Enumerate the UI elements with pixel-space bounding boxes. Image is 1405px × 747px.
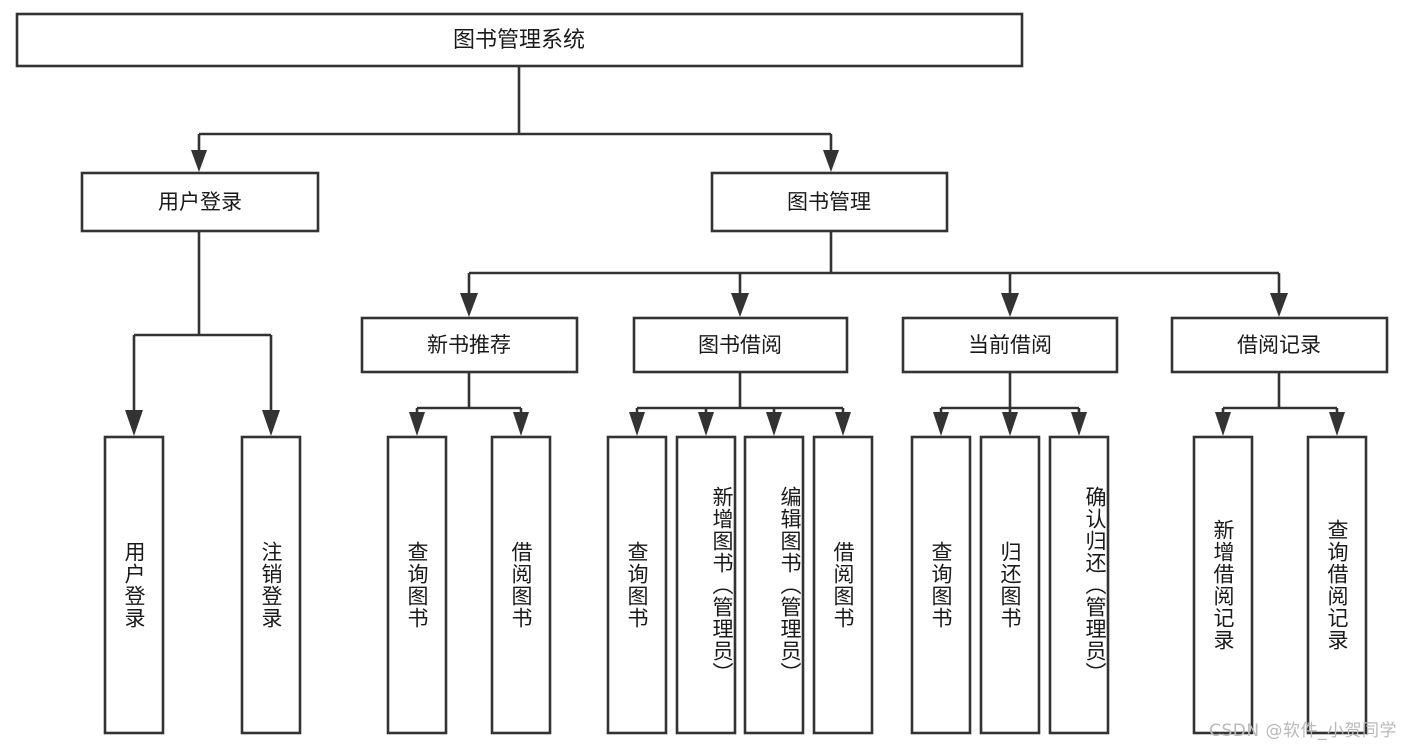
node-leaf-logout-login-box[interactable]: [240, 435, 302, 735]
node-leaf-borrow-book-1-box[interactable]: [490, 435, 552, 735]
connector-newbook-to-leaves: [409, 373, 529, 436]
arrow-head-icon: [766, 412, 782, 436]
connector-bookborrow-to-leaves: [629, 373, 851, 436]
node-book-borrow[interactable]: 图书借阅: [632, 316, 849, 374]
node-root-label: 图书管理系统: [453, 28, 585, 53]
node-leaf-confirm-return[interactable]: [1048, 435, 1110, 735]
node-leaf-user-login[interactable]: [103, 435, 165, 735]
node-borrow-record[interactable]: 借阅记录: [1170, 316, 1389, 374]
node-book-manage-label: 图书管理: [787, 190, 871, 214]
node-book-borrow-box[interactable]: [632, 316, 849, 374]
node-current-borrow[interactable]: 当前借阅: [901, 316, 1119, 374]
node-leaf-add-book-box[interactable]: [675, 435, 737, 735]
node-current-borrow-box[interactable]: [901, 316, 1119, 374]
node-leaf-add-book[interactable]: [675, 435, 737, 735]
node-leaf-query-record-box[interactable]: [1306, 435, 1368, 735]
node-leaf-add-record[interactable]: [1192, 435, 1254, 735]
node-leaf-query-record[interactable]: [1306, 435, 1368, 735]
arrow-head-icon: [823, 150, 839, 172]
arrow-head-icon: [191, 150, 207, 172]
arrow-head-icon: [1071, 412, 1087, 436]
arrow-head-icon: [629, 412, 645, 436]
node-leaf-edit-book-box[interactable]: [743, 435, 805, 735]
node-user-login[interactable]: 用户登录: [80, 171, 320, 233]
node-leaf-borrow-book-2[interactable]: [812, 435, 874, 735]
arrow-head-icon: [460, 293, 478, 317]
connector-root-to-level2: [191, 66, 839, 172]
node-leaf-query-book-2-box[interactable]: [606, 435, 668, 735]
node-leaf-query-book-3-box[interactable]: [910, 435, 972, 735]
node-user-login-label: 用户登录: [158, 190, 242, 214]
arrow-head-icon: [513, 412, 529, 436]
node-leaf-confirm-return-box[interactable]: [1048, 435, 1110, 735]
node-borrow-record-box[interactable]: [1170, 316, 1389, 374]
arrow-head-icon: [1215, 412, 1231, 436]
arrow-head-icon: [1270, 293, 1288, 317]
node-new-book-recommend[interactable]: 新书推荐: [360, 316, 579, 374]
arrow-head-icon: [409, 412, 425, 436]
node-leaf-return-book[interactable]: [979, 435, 1041, 735]
connector-userlogin-to-leaves: [125, 232, 280, 436]
node-borrow-record-label: 借阅记录: [1237, 333, 1321, 357]
arrow-head-icon: [125, 410, 143, 436]
node-book-manage-box[interactable]: [710, 171, 949, 233]
node-leaf-query-book-3[interactable]: [910, 435, 972, 735]
node-root-box[interactable]: [15, 12, 1024, 68]
node-leaf-add-record-box[interactable]: [1192, 435, 1254, 735]
node-new-book-recommend-box[interactable]: [360, 316, 579, 374]
node-leaf-query-book-2[interactable]: [606, 435, 668, 735]
node-leaf-borrow-book-2-box[interactable]: [812, 435, 874, 735]
node-book-manage[interactable]: 图书管理: [710, 171, 949, 233]
connector-currentborrow-to-leaves: [933, 373, 1087, 436]
node-leaf-query-book-1-box[interactable]: [386, 435, 448, 735]
node-leaf-query-book-1[interactable]: [386, 435, 448, 735]
arrow-head-icon: [1002, 412, 1018, 436]
csdn-watermark: CSDN @软件_小贺同学: [1209, 721, 1397, 741]
arrow-head-icon: [262, 410, 280, 436]
arrow-head-icon: [933, 412, 949, 436]
arrow-head-icon: [1001, 293, 1019, 317]
node-user-login-box[interactable]: [80, 171, 320, 233]
node-leaf-borrow-book-1[interactable]: [490, 435, 552, 735]
node-leaf-return-book-box[interactable]: [979, 435, 1041, 735]
node-leaf-user-login-box[interactable]: [103, 435, 165, 735]
node-new-book-recommend-label: 新书推荐: [427, 333, 511, 357]
arrow-head-icon: [731, 293, 749, 317]
node-leaf-logout-login[interactable]: [240, 435, 302, 735]
connector-borrowrecord-to-leaves: [1215, 373, 1345, 436]
node-current-borrow-label: 当前借阅: [968, 333, 1052, 357]
node-book-borrow-label: 图书借阅: [698, 333, 782, 357]
arrow-head-icon: [1329, 412, 1345, 436]
node-leaf-edit-book[interactable]: [743, 435, 805, 735]
arrow-head-icon: [835, 412, 851, 436]
arrow-head-icon: [698, 412, 714, 436]
connector-bookmanage-to-level3: [460, 232, 1288, 317]
node-root[interactable]: 图书管理系统: [15, 12, 1024, 68]
